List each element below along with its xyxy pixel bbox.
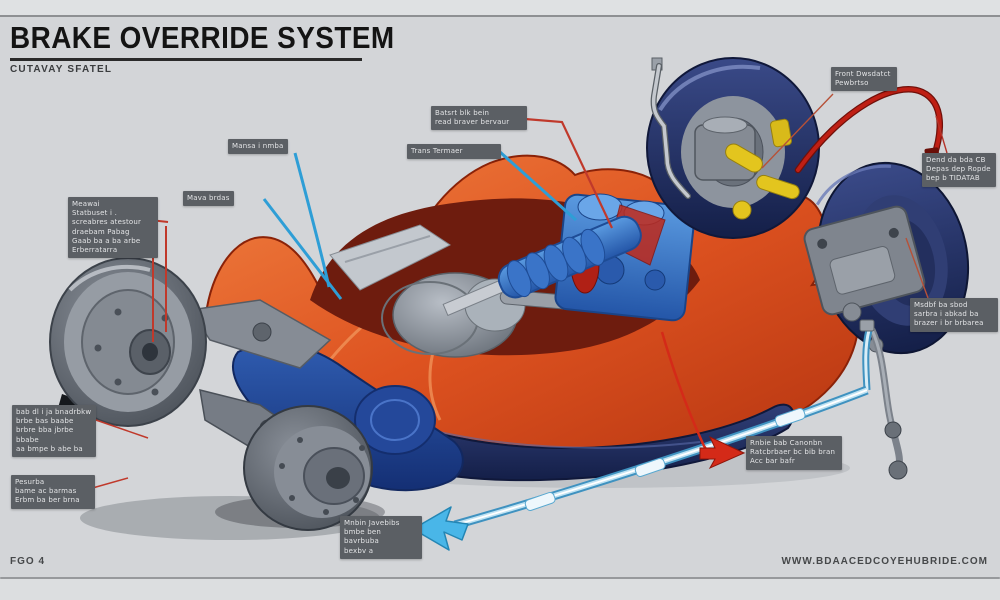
header: BRAKE OVERRIDE SYSTEM CUTAVAY SFATEL (10, 20, 437, 75)
page-subtitle: CUTAVAY SFATEL (10, 64, 113, 75)
top-rule (0, 15, 1000, 17)
bottom-strip (0, 579, 1000, 600)
callout-lower-left-small: Pesurba bame ac barmas Erbm ba ber brna (11, 475, 95, 509)
callout-right-upper: Dend da bda CB Depas dep Ropde bep b TID… (922, 153, 996, 187)
leader-lines-red (88, 93, 948, 490)
leader-lines-blue (262, 150, 578, 300)
brake-line-tube (453, 319, 875, 530)
callout-lower-left: bab dl i ja bnadrbkw brbe bas baabe brbr… (12, 405, 96, 458)
metal-brake-pipe (650, 57, 691, 199)
master-cylinder (694, 116, 756, 181)
callout-center-block: Batsrt blk bein read braver bervaur (431, 106, 527, 131)
figure-number: FGO 4 (10, 556, 46, 567)
left-drum-assembly (49, 257, 207, 427)
axle-housing (231, 342, 464, 492)
callout-upper-left: Meawai Statbuset i . screabres atestour … (68, 197, 158, 259)
blue-arrow-icon (412, 506, 469, 551)
page-title: BRAKE OVERRIDE SYSTEM (10, 20, 395, 55)
brake-caliper (803, 205, 926, 316)
callout-top-right: Front Dwsdatct Pewbrtso (831, 67, 897, 92)
red-arrow-icon (699, 435, 746, 470)
bottom-rule (0, 577, 1000, 579)
callout-hood-small: Mansa i nmba (228, 139, 288, 155)
callout-right-mid: Msdbf ba sbod sarbra i abkad ba brazer i… (910, 298, 998, 332)
website-url: WWW.BDAACEDCOYEHUBRIDE.COM (781, 556, 988, 567)
callout-center-small: Trans Termaer (407, 144, 501, 160)
callout-bottom-center: Mnbin Javebibs bmbe ben bavrbuba bexbv a (340, 516, 422, 559)
interior-frame (329, 224, 451, 291)
title-underline (10, 58, 362, 61)
callout-right-arrow: Rnbie bab Canonbn Ratcbrbaer bc bib bran… (746, 436, 842, 470)
yellow-springs (725, 118, 800, 220)
right-suspension-links (842, 302, 908, 480)
shock-absorber (442, 215, 642, 317)
top-strip (0, 0, 1000, 15)
red-arrow-leader (660, 331, 746, 470)
callout-hood-lower: Mava brdas (183, 191, 234, 207)
front-hub-drum (243, 405, 373, 531)
